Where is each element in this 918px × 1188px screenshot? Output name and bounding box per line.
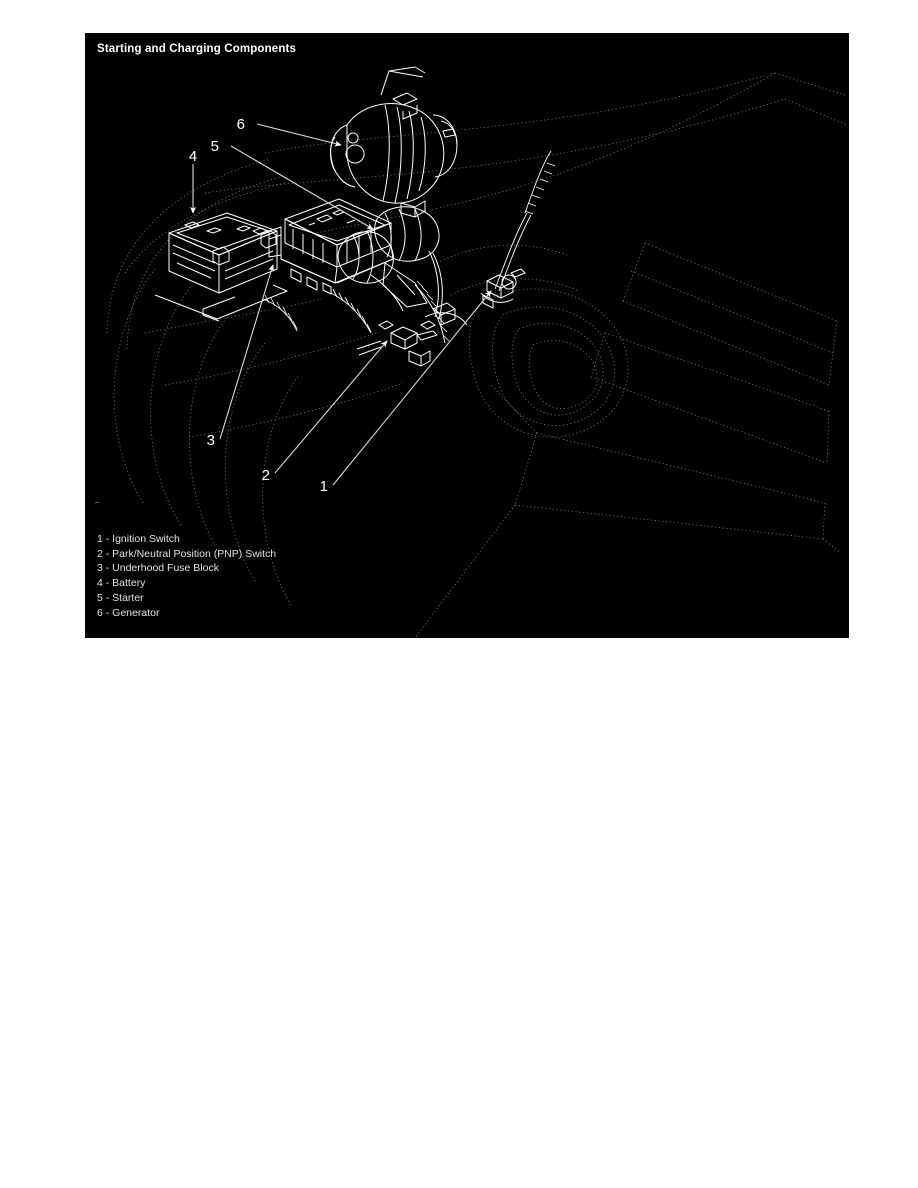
vehicle-body-outline — [106, 72, 848, 638]
generator-component — [330, 66, 458, 218]
leader-line-1 — [332, 290, 492, 486]
figure-panel: Starting and Charging Components — [85, 33, 849, 638]
leader-line-2 — [274, 340, 388, 474]
figure-legend: 1 - Ignition Switch 2 - Park/Neutral Pos… — [97, 532, 276, 620]
callout-1-number: 1 — [320, 478, 328, 495]
callout-labels: 6 5 4 3 2 1 — [189, 116, 328, 495]
leader-line-5 — [230, 145, 374, 230]
callout-3-number: 3 — [207, 432, 215, 449]
ignition-switch-component — [480, 268, 526, 309]
starter-component — [330, 206, 443, 334]
legend-item-2: 2 - Park/Neutral Position (PNP) Switch — [97, 547, 277, 560]
underhood-fuse-block-component — [268, 198, 394, 295]
leader-line-3 — [219, 264, 275, 440]
battery-component — [154, 212, 288, 322]
callout-5-number: 5 — [211, 138, 219, 155]
callout-6-number: 6 — [237, 116, 245, 133]
pnp-switch-component — [356, 302, 468, 367]
figure-title: Starting and Charging Components — [97, 43, 297, 55]
legend-item-3: 3 - Underhood Fuse Block — [97, 562, 219, 575]
legend-item-6: 6 - Generator — [97, 606, 160, 619]
leader-line-6 — [256, 123, 342, 147]
legend-item-4: 4 - Battery — [97, 577, 146, 590]
component-location-diagram: 6 5 4 3 2 1 — [94, 66, 848, 638]
leader-lines — [190, 123, 492, 486]
legend-item-5: 5 - Starter — [97, 591, 144, 604]
callout-2-number: 2 — [262, 467, 270, 484]
stray-mark — [94, 501, 100, 504]
legend-item-1: 1 - Ignition Switch — [97, 533, 180, 545]
wiring-harness — [262, 150, 556, 344]
callout-4-number: 4 — [189, 148, 197, 165]
